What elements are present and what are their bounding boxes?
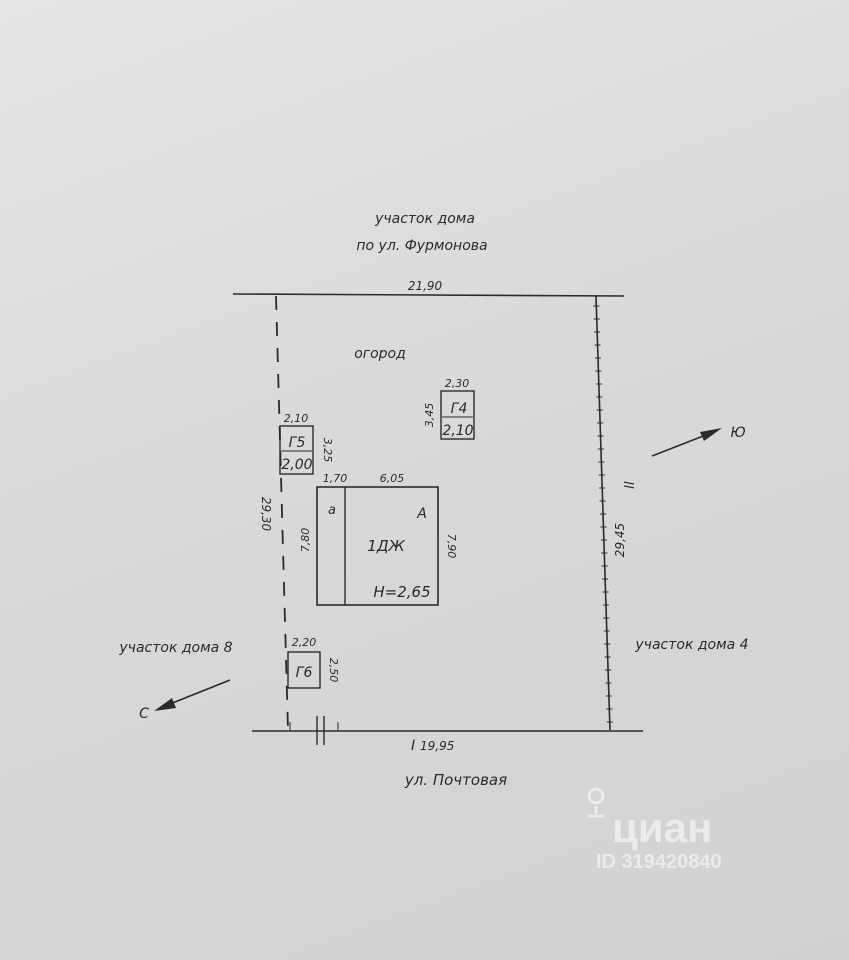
west-dimension: 29,30 — [259, 497, 273, 532]
north-arrow-label: С — [139, 706, 149, 722]
g5-bottom-dimension: 2,00 — [281, 457, 312, 473]
watermark-brand: циан — [612, 804, 712, 851]
east-fence-ticks — [593, 305, 613, 723]
building-g6 — [287, 651, 321, 689]
north-neighbor-line2: по ул. Фурмонова — [356, 238, 487, 254]
building-g5 — [279, 425, 314, 475]
house-left-depth: 7,80 — [299, 528, 312, 553]
east-boundary-mark: II — [620, 481, 635, 489]
south-arrow-label: Ю — [730, 425, 745, 441]
building-g4 — [440, 390, 475, 440]
watermark-logo — [587, 787, 605, 818]
g6-label: Г6 — [296, 665, 313, 681]
g5-label: Г5 — [289, 435, 306, 451]
house-main-width: 6,05 — [380, 472, 405, 485]
garden-label: огород — [354, 346, 406, 362]
house-liter: 1ДЖ — [367, 537, 405, 555]
house-section-label: А — [416, 506, 427, 522]
g6-top-dimension: 2,20 — [292, 636, 317, 649]
north-arrow-icon — [154, 679, 231, 711]
g5-top-dimension: 2,10 — [284, 412, 309, 425]
house-height: Н=2,65 — [373, 583, 430, 601]
south-dimension: 19,95 — [420, 739, 454, 753]
house-annex-label: а — [328, 503, 336, 518]
g4-side-dimension: 3,45 — [423, 403, 436, 428]
g4-label: Г4 — [451, 401, 468, 417]
north-boundary-line — [232, 293, 625, 297]
south-boundary-mark: I — [411, 738, 415, 754]
watermark-id: ID 319420840 — [596, 851, 722, 873]
west-neighbor-label: участок дома 8 — [118, 640, 232, 656]
south-arrow-icon — [651, 428, 722, 457]
north-neighbor-line1: участок дома — [374, 211, 475, 227]
street-label: ул. Почтовая — [404, 771, 507, 789]
g5-side-dimension: 3,25 — [321, 438, 334, 463]
north-dimension: 21,90 — [408, 279, 443, 293]
g6-side-dimension: 2,50 — [327, 658, 340, 683]
house-annex-width: 1,70 — [323, 472, 348, 485]
east-neighbor-label: участок дома 4 — [634, 637, 748, 653]
east-boundary-line — [595, 295, 611, 731]
east-dimension: 29,45 — [613, 523, 627, 557]
g4-bottom-dimension: 2,10 — [442, 423, 473, 439]
west-boundary-line — [275, 295, 289, 731]
house-outline — [316, 486, 439, 606]
g4-top-dimension: 2,30 — [445, 377, 470, 390]
house-right-depth: 7,90 — [445, 534, 458, 559]
